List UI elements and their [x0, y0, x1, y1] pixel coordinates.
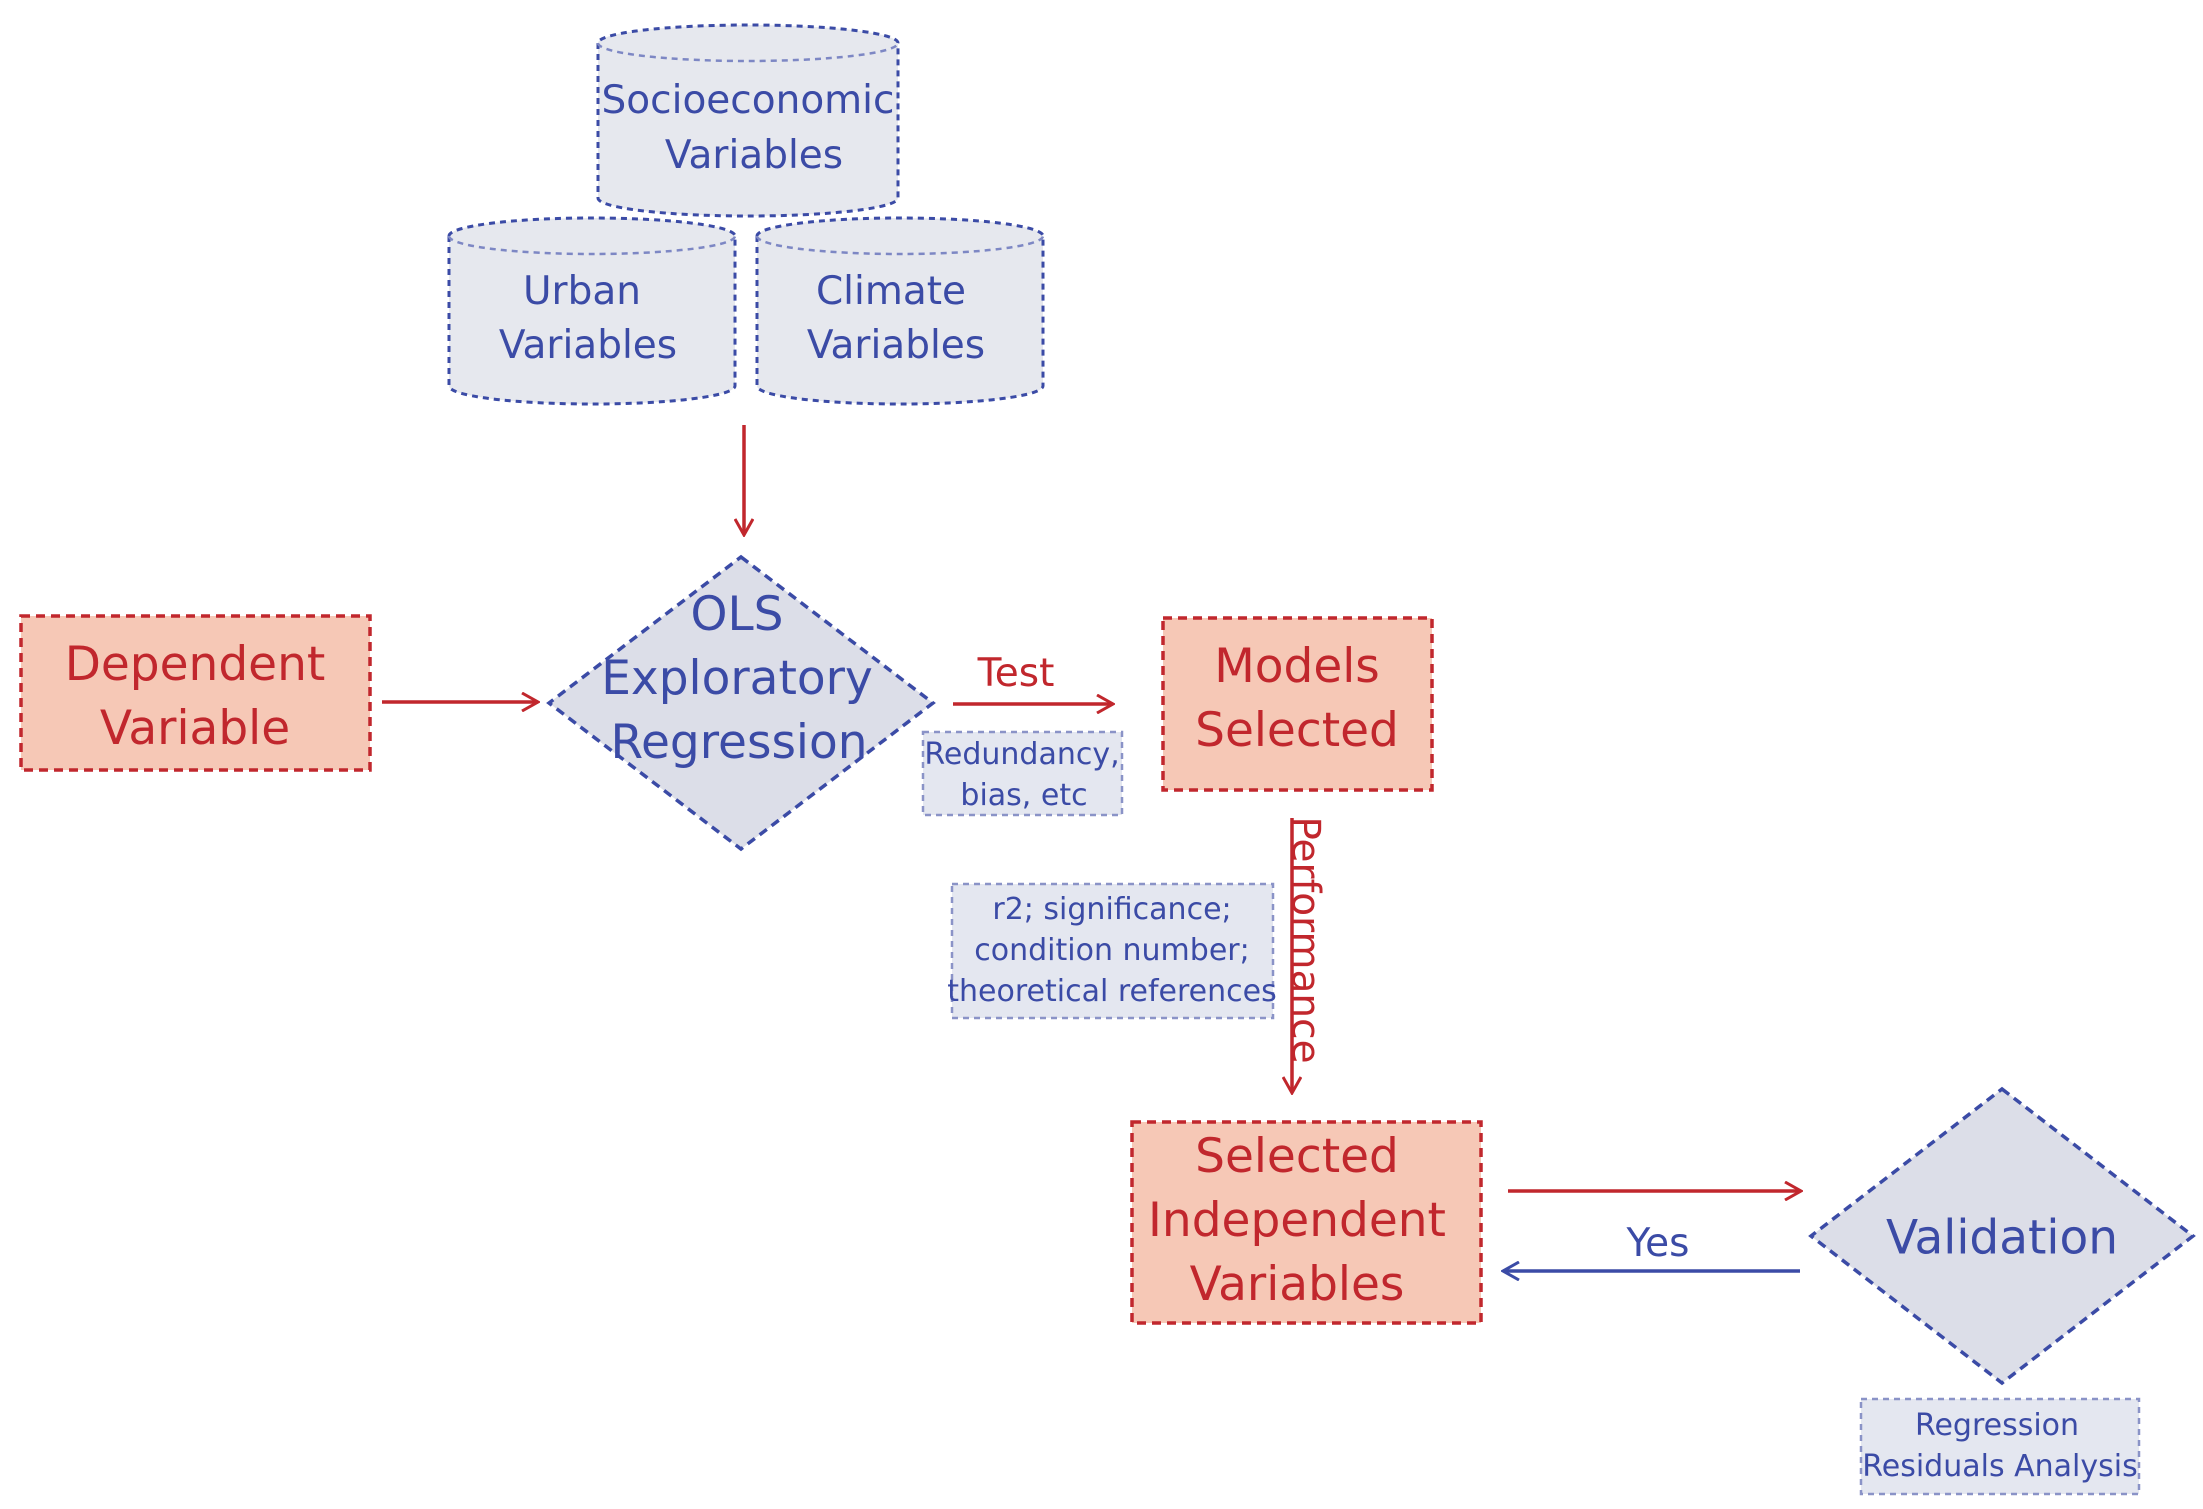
residuals-note: Regression Residuals Analysis	[1859, 1397, 2141, 1496]
test-label: Test	[977, 651, 1055, 696]
models-label-2: Selected	[1195, 703, 1399, 758]
residuals-label-2: Residuals Analysis	[1862, 1449, 2137, 1484]
ols-label-2: Exploratory	[601, 651, 873, 706]
dependent-label-2: Variable	[100, 701, 290, 756]
climate-label-2: Variables	[807, 323, 985, 368]
climate-label-1: Climate	[816, 269, 966, 314]
selected-independent-variables-box: Selected Independent Variables	[1130, 1120, 1483, 1325]
redundancy-note: Redundancy, bias, etc	[921, 730, 1124, 817]
urban-label-1: Urban	[523, 269, 641, 314]
redundancy-label-2: bias, etc	[960, 778, 1087, 813]
ols-label-1: OLS	[690, 587, 783, 642]
socioeconomic-label-2: Variables	[665, 133, 843, 178]
criteria-note: r2; significance; condition number; theo…	[947, 882, 1277, 1020]
climate-variables-cylinder: Climate Variables	[755, 216, 1045, 406]
urban-variables-cylinder: Urban Variables	[447, 216, 737, 406]
urban-label-2: Variables	[499, 323, 677, 368]
socioeconomic-label-1: Socioeconomic	[602, 78, 895, 123]
ols-exploratory-regression-diamond: OLS Exploratory Regression	[546, 554, 936, 852]
models-label-1: Models	[1214, 639, 1380, 694]
performance-label: Performance	[1283, 816, 1328, 1063]
criteria-label-3: theoretical references	[947, 974, 1276, 1009]
criteria-label-2: condition number;	[974, 933, 1249, 968]
selected-label-1: Selected	[1195, 1129, 1399, 1184]
yes-label: Yes	[1626, 1221, 1690, 1266]
socioeconomic-variables-cylinder: Socioeconomic Variables	[596, 23, 900, 218]
dependent-label-1: Dependent	[65, 637, 326, 692]
ols-label-3: Regression	[610, 715, 867, 770]
criteria-label-1: r2; significance;	[992, 892, 1231, 927]
redundancy-label-1: Redundancy,	[924, 737, 1119, 772]
dependent-variable-box: Dependent Variable	[19, 614, 372, 772]
models-selected-box: Models Selected	[1161, 616, 1434, 792]
selected-label-2: Independent	[1148, 1193, 1446, 1248]
validation-diamond: Validation	[1808, 1086, 2196, 1386]
validation-label: Validation	[1886, 1211, 2118, 1266]
selected-label-3: Variables	[1190, 1257, 1405, 1312]
residuals-label-1: Regression	[1915, 1408, 2079, 1443]
